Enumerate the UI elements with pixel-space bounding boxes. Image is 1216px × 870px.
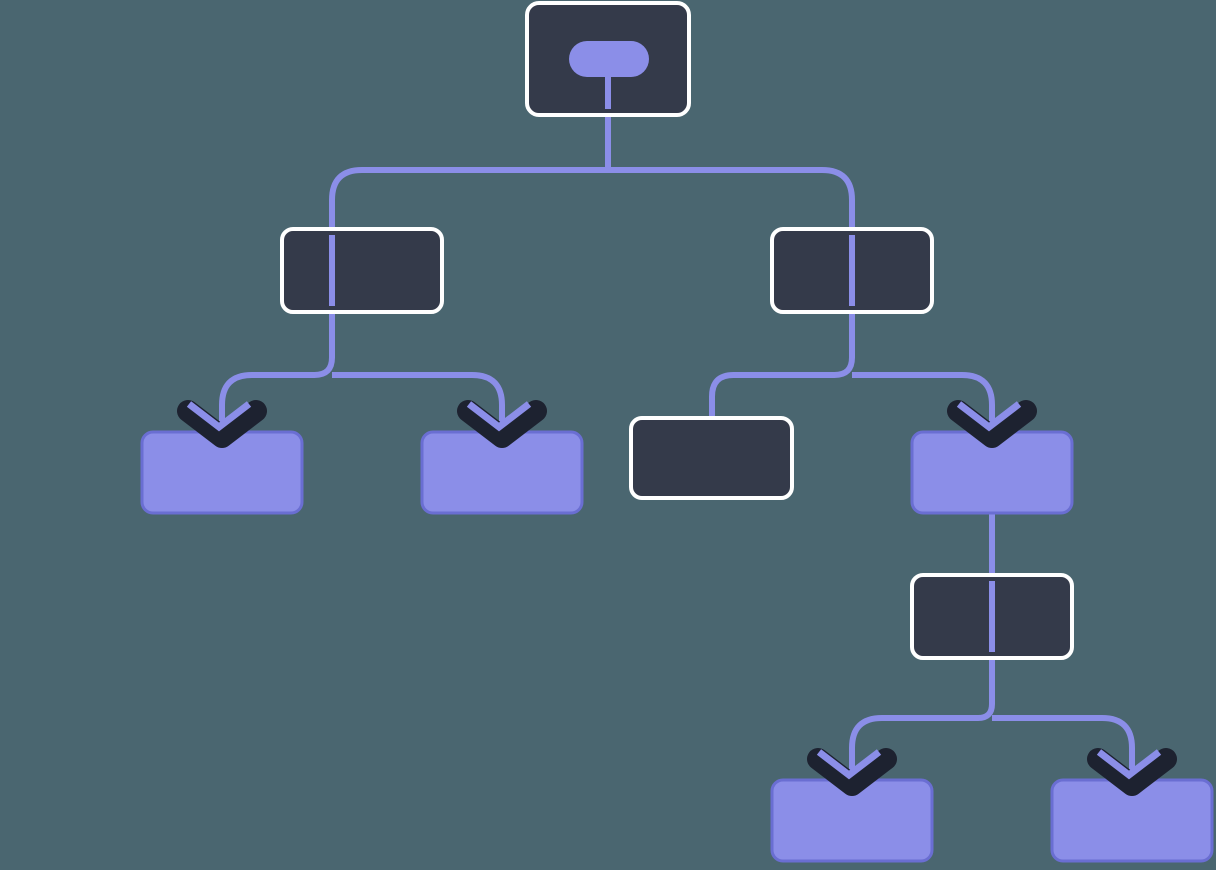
arrowheads-layer (177, 400, 1177, 796)
arrowhead-leaf-right-light-chevron (1096, 749, 1162, 780)
arrowhead-leaf-right (1087, 748, 1177, 796)
arrowhead-purple-branch-light-chevron (956, 401, 1022, 432)
arrowhead-leaf-a-light-chevron (186, 401, 252, 432)
arrowhead-leaf-right-dark-chevron (1087, 748, 1177, 796)
edge-level1-right-to-dark-node (709, 340, 855, 418)
arrowhead-leaf-left-dark-chevron (807, 748, 897, 796)
arrowhead-purple-branch-dark-chevron (947, 400, 1037, 448)
arrowhead-leaf-left (807, 748, 897, 796)
edge-root-to-level1-left (329, 167, 608, 340)
arrowhead-leaf-a-dark-chevron (177, 400, 267, 448)
nodes-layer (140, 1, 1214, 863)
arrowhead-leaf-b (457, 400, 547, 448)
edge-level1-right-to-purple-node (852, 372, 995, 440)
edges-layer-over (288, 42, 995, 652)
edge-level3-to-leaf-right (992, 715, 1135, 788)
edge-level1-left-to-leaf-a (219, 340, 335, 440)
edge-level3-to-leaf-left (849, 690, 995, 788)
arrowhead-leaf-left-light-chevron (816, 749, 882, 780)
arrowhead-purple-branch (947, 400, 1037, 448)
arrowhead-leaf-a (177, 400, 267, 448)
arrowhead-leaf-b-dark-chevron (457, 400, 547, 448)
edges-layer-under (219, 42, 1135, 788)
edge-level1-right-to-dark-node-overlay (709, 340, 855, 418)
edge-root-to-level1-right (608, 167, 855, 340)
arrowhead-leaf-b-light-chevron (466, 401, 532, 432)
level2-dark-node[interactable] (629, 416, 794, 500)
level2-dark-node-shape[interactable] (629, 416, 794, 500)
edge-level1-left-to-leaf-b (332, 372, 505, 440)
level1-left-node-shape[interactable] (280, 227, 444, 314)
level1-left-node[interactable] (280, 227, 444, 314)
